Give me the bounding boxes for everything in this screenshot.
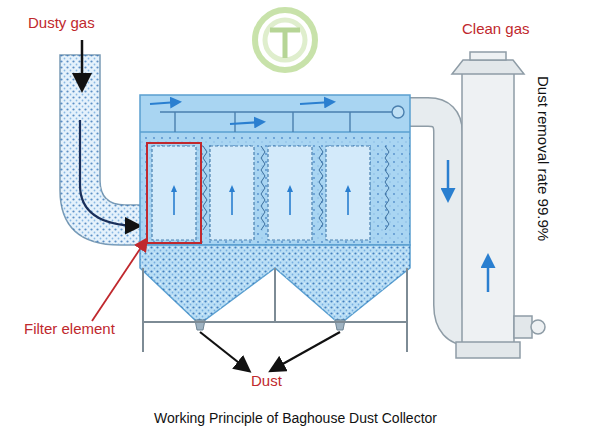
pulse-valve <box>392 106 404 118</box>
logo-ring <box>265 20 305 60</box>
bag-cage <box>203 146 389 230</box>
plenum-flow-arrow <box>150 102 178 104</box>
dust-chamber <box>140 135 410 245</box>
inlet-flow-arrow <box>81 40 84 88</box>
caption: Working Principle of Baghouse Dust Colle… <box>0 410 591 426</box>
output-label: Dust <box>251 372 282 389</box>
duct-flow-arrow <box>447 160 450 198</box>
stack-flow-arrow <box>487 258 490 292</box>
logo-ring <box>255 10 315 70</box>
plenum-flow-arrow <box>300 102 332 104</box>
tube-sheet <box>140 131 410 133</box>
chimney-stack <box>462 70 514 355</box>
dust-arrow <box>272 332 340 370</box>
watermark-logo <box>255 10 315 70</box>
inlet-pipe <box>60 55 145 245</box>
efficiency-note: Dust removal rate 99.9% <box>535 76 552 241</box>
stack-base <box>456 342 520 358</box>
filter-leader <box>92 240 146 321</box>
blow-pipe <box>160 112 392 132</box>
support-frame <box>143 268 407 352</box>
bag-flow-head <box>171 185 351 192</box>
housing <box>140 95 410 245</box>
plenum-flow-arrow <box>230 122 262 124</box>
logo-mark <box>270 30 300 58</box>
filter-bags <box>152 146 389 240</box>
fan-housing <box>514 316 532 338</box>
highlight-box <box>147 143 201 243</box>
dust-arrow <box>200 332 248 370</box>
fan-motor <box>531 320 545 334</box>
part-label: Filter element <box>24 320 115 337</box>
stack-cap <box>452 60 524 74</box>
inlet-label: Dusty gas <box>28 14 95 31</box>
inlet-dust <box>60 55 145 245</box>
inlet-flow-arrow <box>80 120 138 226</box>
outlet-label: Clean gas <box>462 20 530 37</box>
stack-cap-top <box>470 52 506 60</box>
